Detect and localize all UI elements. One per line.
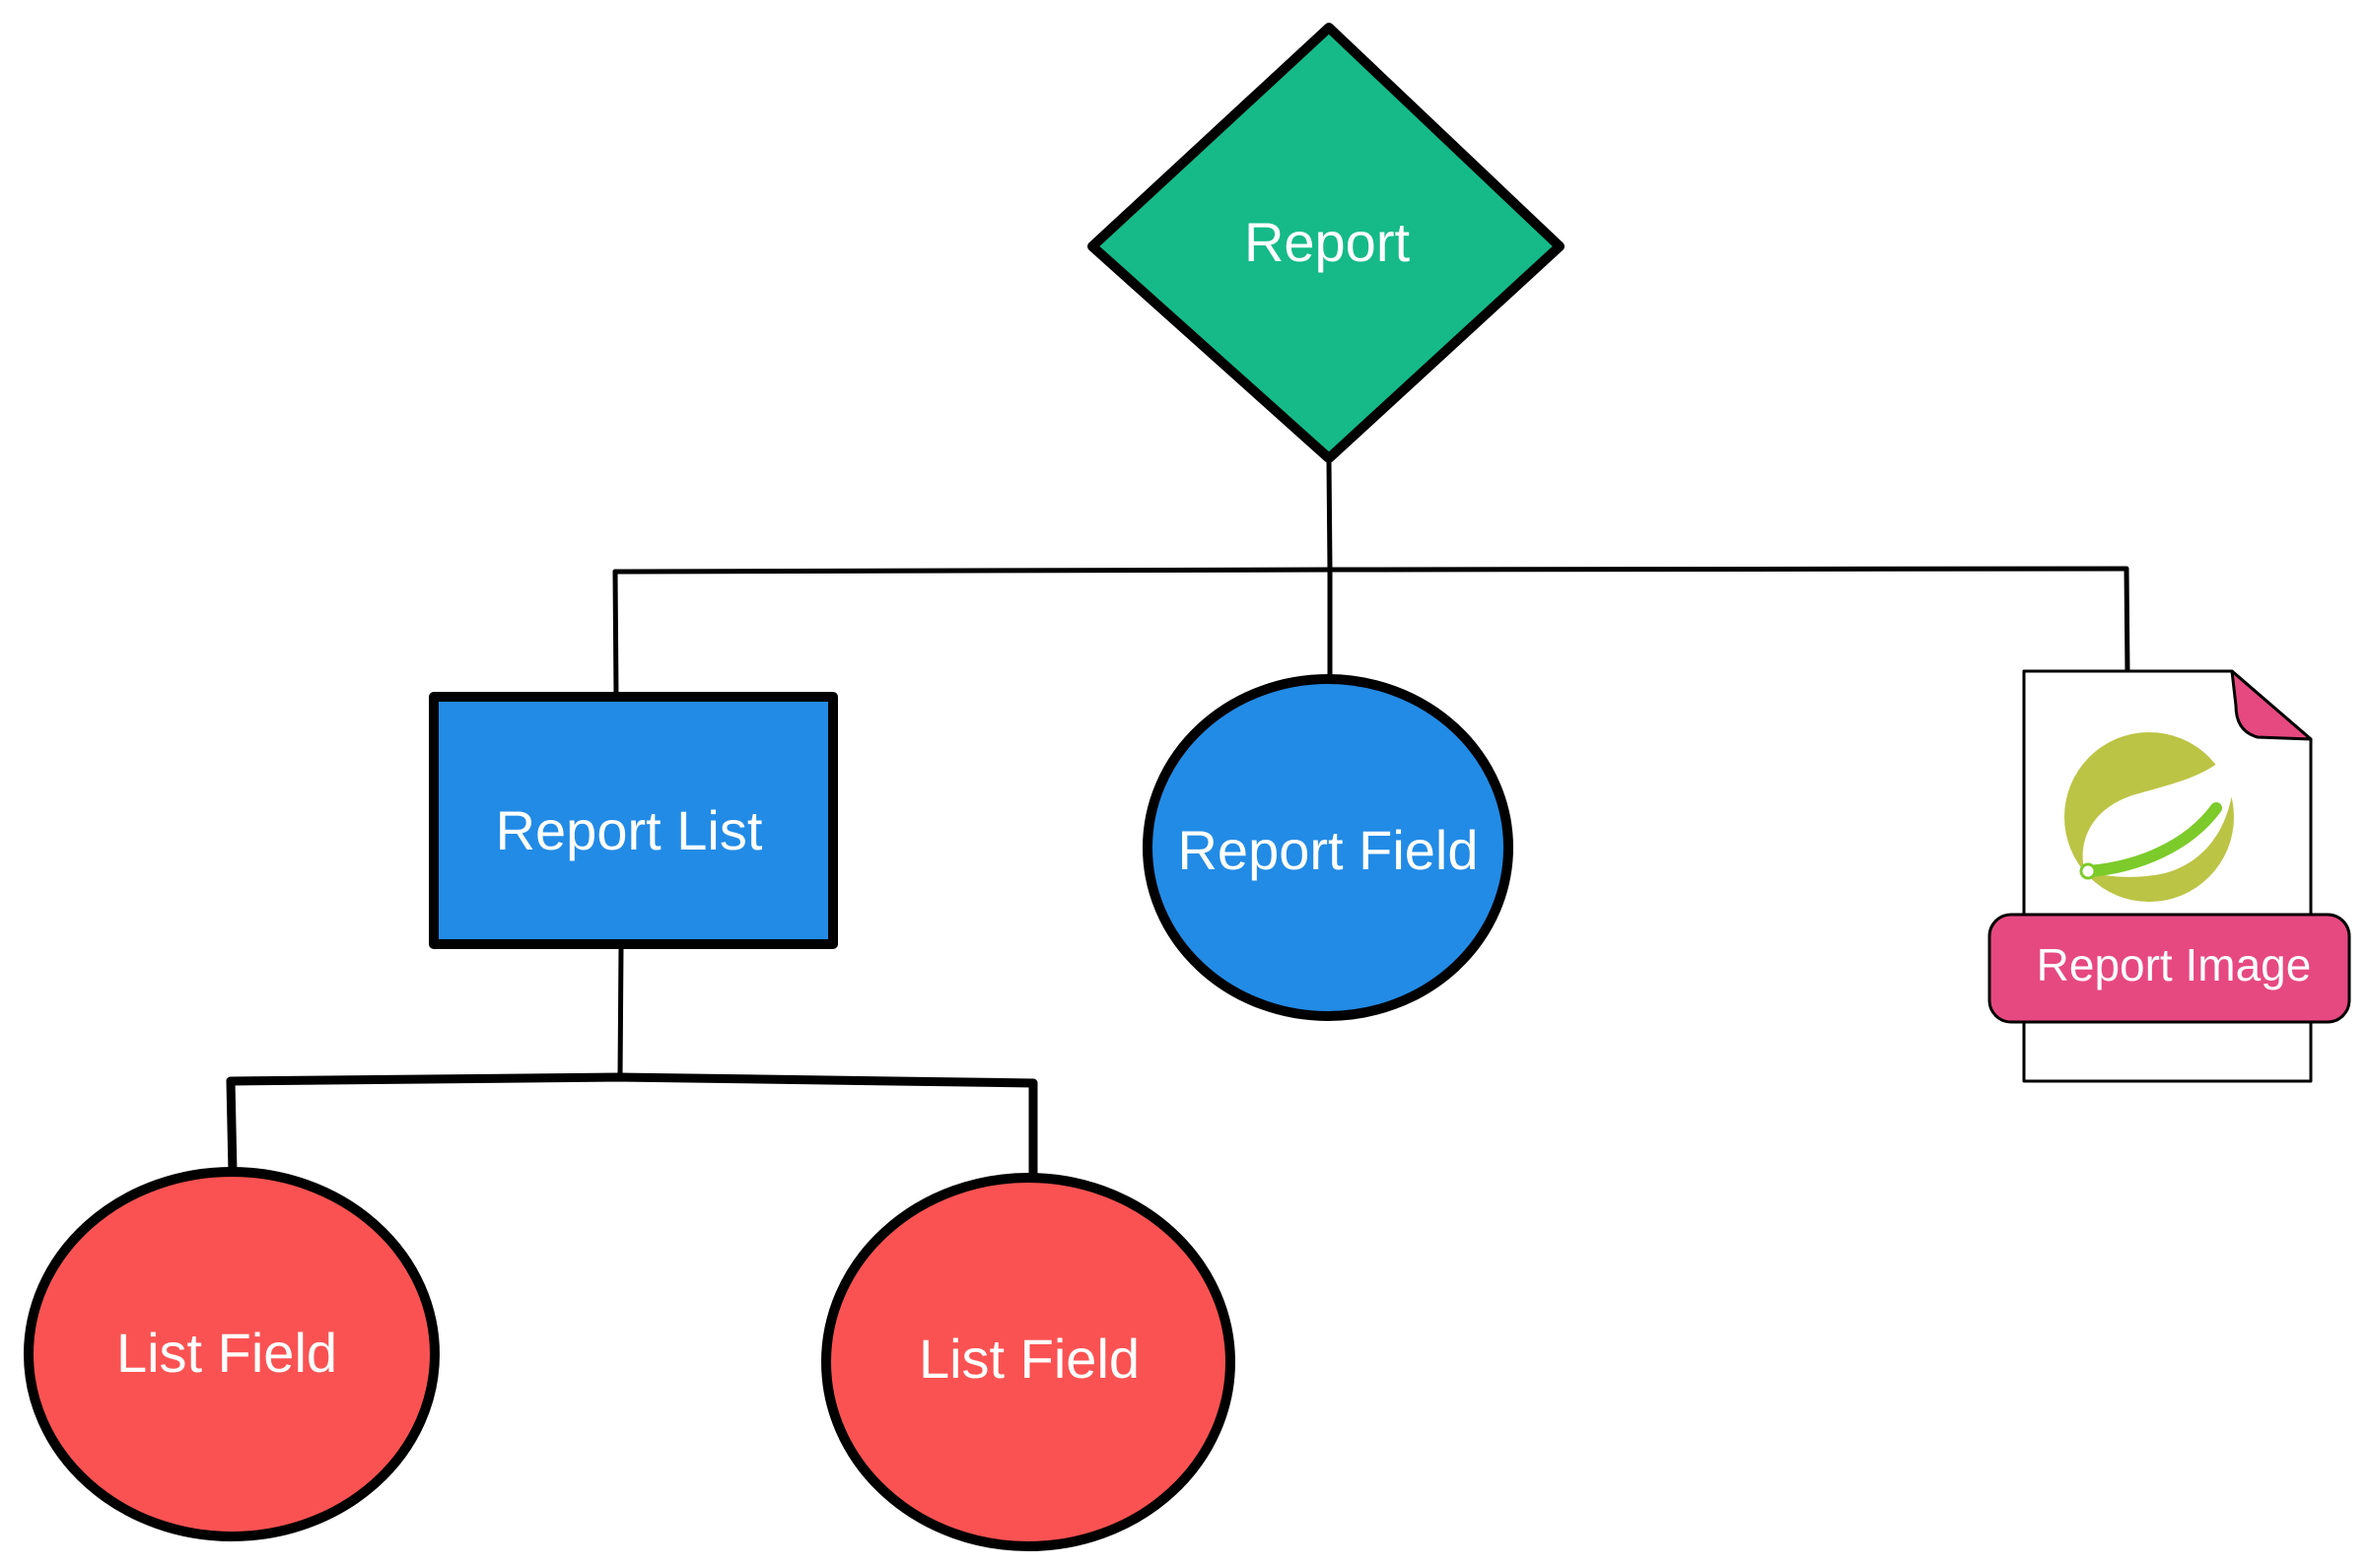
report-diamond-shape <box>1087 23 1565 463</box>
connector-report-trunk <box>1326 458 1333 573</box>
connector-to-report-list <box>612 569 619 699</box>
spring-leaf-icon-leaf <box>2082 749 2235 877</box>
report-image-folded-corner <box>2230 669 2313 741</box>
report-label: Report <box>1244 211 1411 273</box>
connector-to-report-image <box>2124 566 2130 674</box>
connector-report-list-trunk <box>617 944 624 1080</box>
list-field-1-ellipse-shape <box>24 1167 440 1541</box>
report-field-label: Report Field <box>1177 819 1478 881</box>
report-list-node[interactable]: Report List <box>429 692 838 949</box>
report-image-label-banner <box>1987 913 2351 1024</box>
connector-to-list-field-1 <box>226 1076 238 1177</box>
list-field-node-1[interactable]: List Field <box>24 1167 440 1541</box>
list-field-2-ellipse-shape <box>821 1173 1235 1551</box>
connector-main-bus <box>612 566 2129 575</box>
report-field-ellipse-shape <box>1143 674 1513 1021</box>
report-field-node[interactable]: Report Field <box>1143 674 1513 1021</box>
list-field-2-label: List Field <box>919 1328 1140 1390</box>
spring-leaf-icon-stem <box>2082 802 2222 877</box>
report-image-node[interactable]: Report Image <box>1987 669 2351 1083</box>
connector-lower-bus <box>226 1072 1038 1088</box>
report-node[interactable]: Report <box>1087 23 1565 463</box>
report-image-label: Report Image <box>2037 939 2312 990</box>
spring-leaf-icon-dot <box>2079 862 2097 880</box>
connectors <box>226 458 2130 1183</box>
report-list-label: Report List <box>496 799 763 861</box>
list-field-1-label: List Field <box>116 1322 337 1384</box>
spring-leaf-icon <box>2064 732 2235 902</box>
list-field-node-2[interactable]: List Field <box>821 1173 1235 1551</box>
report-list-rect-shape <box>429 692 838 949</box>
